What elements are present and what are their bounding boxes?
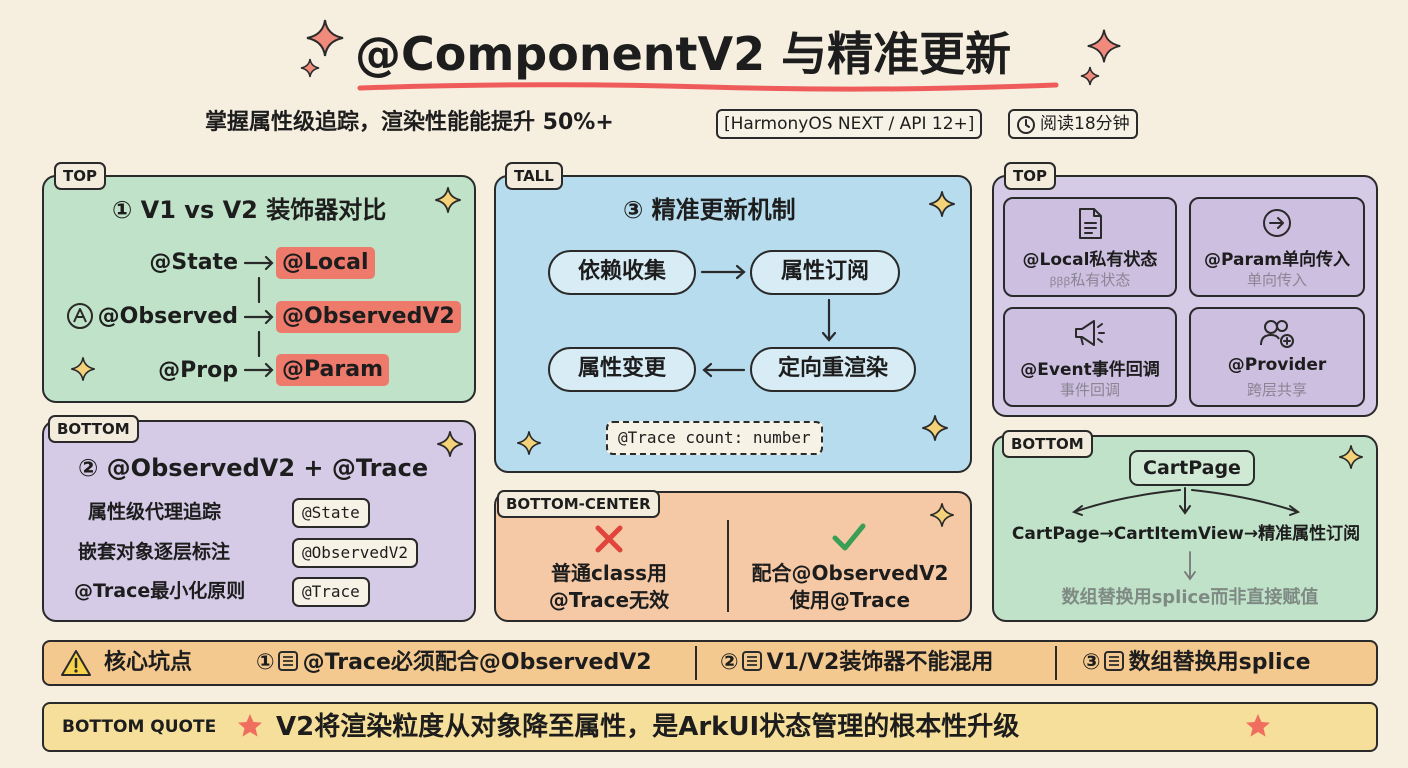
wrong-usage-text: 普通class用 xyxy=(550,561,667,585)
list-icon xyxy=(277,651,298,671)
feature-label: 嵌套对象逐层标注 xyxy=(78,541,231,563)
v1-decorator: @State xyxy=(149,250,238,275)
panel-tag: BOTTOM xyxy=(48,415,139,443)
observedv2-trace-panel xyxy=(42,420,476,622)
event-card: @Event事件回调 事件回调 xyxy=(1003,307,1177,407)
page-title: @ComponentV2 与精准更新 xyxy=(355,27,1012,81)
divider xyxy=(695,646,697,680)
panel-tag: TALL xyxy=(505,162,563,190)
reading-time-badge: 阅读18分钟 xyxy=(1008,109,1138,139)
list-icon xyxy=(741,651,762,671)
card-sub: 事件回调 xyxy=(1059,381,1120,399)
sparkle-icon xyxy=(1080,66,1100,86)
root-component: CartPage xyxy=(1129,450,1255,486)
code-snippet: @Trace xyxy=(292,577,370,607)
card-label: @Param单向传入 xyxy=(1203,250,1351,270)
sparkle-icon xyxy=(929,191,955,217)
card-sub: 跨层共享 xyxy=(1246,381,1307,399)
users-add-icon xyxy=(1260,320,1294,348)
star-icon xyxy=(238,714,262,737)
panel-title: ③ 精准更新机制 xyxy=(623,196,796,224)
quote-bar xyxy=(42,702,1378,752)
sparkle-icon xyxy=(1087,29,1121,63)
card-sub: 单向传入 xyxy=(1246,271,1307,289)
panel-tag: TOP xyxy=(1004,162,1056,190)
arrow-circle-icon xyxy=(1263,209,1291,237)
sparkle-icon xyxy=(71,357,95,381)
wrong-usage-text: @Trace无效 xyxy=(548,588,670,612)
v2-decorator: @Param xyxy=(276,354,389,386)
platform-badge: [HarmonyOS NEXT / API 12+] xyxy=(716,109,983,139)
local-card: @Local私有状态 ꞵꞵꞵ私有状态 xyxy=(1003,197,1177,297)
document-icon xyxy=(1079,208,1102,239)
sparkle-icon xyxy=(930,503,954,527)
check-icon xyxy=(832,523,866,551)
pitfalls-label: 核心坑点 xyxy=(104,650,193,675)
clock-icon xyxy=(1017,116,1035,134)
v1-decorator: @Observed xyxy=(97,304,238,329)
flow-node-collect: 依赖收集 xyxy=(548,250,696,295)
feature-label: @Trace最小化原则 xyxy=(74,580,246,602)
v1-decorator: @Prop xyxy=(158,358,238,383)
component-chain: CartPage→CartItemView→精准属性订阅 xyxy=(1011,524,1361,544)
warning-icon xyxy=(61,650,91,676)
panel-tag: BOTTOM-CENTER xyxy=(497,490,660,518)
code-snippet: @ObservedV2 xyxy=(292,538,418,568)
card-sub: ꞵꞵꞵ私有状态 xyxy=(1049,271,1131,289)
flow-node-rerender: 定向重渲染 xyxy=(750,347,916,392)
correct-usage-text: 配合@ObservedV2 xyxy=(751,561,949,585)
panel-tag: TOP xyxy=(54,162,106,190)
code-snippet: @State xyxy=(292,498,370,528)
list-icon xyxy=(1103,651,1124,671)
star-icon xyxy=(1246,714,1270,737)
panel-title: ② @ObservedV2 + @Trace xyxy=(78,454,429,482)
pitfalls-bar xyxy=(42,640,1378,686)
quote-text: V2将渲染粒度从对象降至属性，是ArkUI状态管理的根本性升级 xyxy=(276,712,1020,742)
cross-icon xyxy=(595,525,623,553)
subtitle: 掌握属性级追踪，渲染性能能提升 50%+ xyxy=(205,110,614,135)
tip-note: 数组替换用splice而非直接赋值 xyxy=(1061,587,1319,608)
panel-tag: BOTTOM xyxy=(1002,430,1093,458)
divider xyxy=(727,520,729,612)
divider xyxy=(1055,646,1057,680)
observed-icon xyxy=(67,303,93,329)
param-card: @Param单向传入 单向传入 xyxy=(1189,197,1365,297)
sparkle-icon xyxy=(300,58,320,78)
card-label: @Event事件回调 xyxy=(1020,360,1160,380)
title-underline xyxy=(357,82,1059,92)
quote-tag: BOTTOM QUOTE xyxy=(62,717,217,737)
provider-card: @Provider 跨层共享 xyxy=(1189,307,1365,407)
card-label: @Provider xyxy=(1227,355,1327,375)
v2-decorator: @ObservedV2 xyxy=(276,301,461,333)
card-label: @Local私有状态 xyxy=(1022,250,1158,270)
feature-label: 属性级代理追踪 xyxy=(88,501,222,523)
panel-title: ① V1 vs V2 装饰器对比 xyxy=(112,196,387,224)
code-snippet: @Trace count: number xyxy=(606,421,823,455)
correct-usage-text: 使用@Trace xyxy=(789,588,911,612)
sparkle-icon xyxy=(437,431,463,457)
sparkle-icon xyxy=(517,431,541,455)
sparkle-icon xyxy=(922,415,948,441)
pitfall-item: ①@Trace必须配合@ObservedV2 xyxy=(256,650,652,675)
flow-node-change: 属性变更 xyxy=(548,347,696,392)
sparkle-icon xyxy=(306,19,344,57)
sparkle-icon xyxy=(435,187,461,213)
megaphone-icon xyxy=(1075,320,1105,346)
v2-decorator: @Local xyxy=(276,247,375,279)
flow-node-subscribe: 属性订阅 xyxy=(750,250,900,295)
sparkle-icon xyxy=(1339,445,1363,469)
